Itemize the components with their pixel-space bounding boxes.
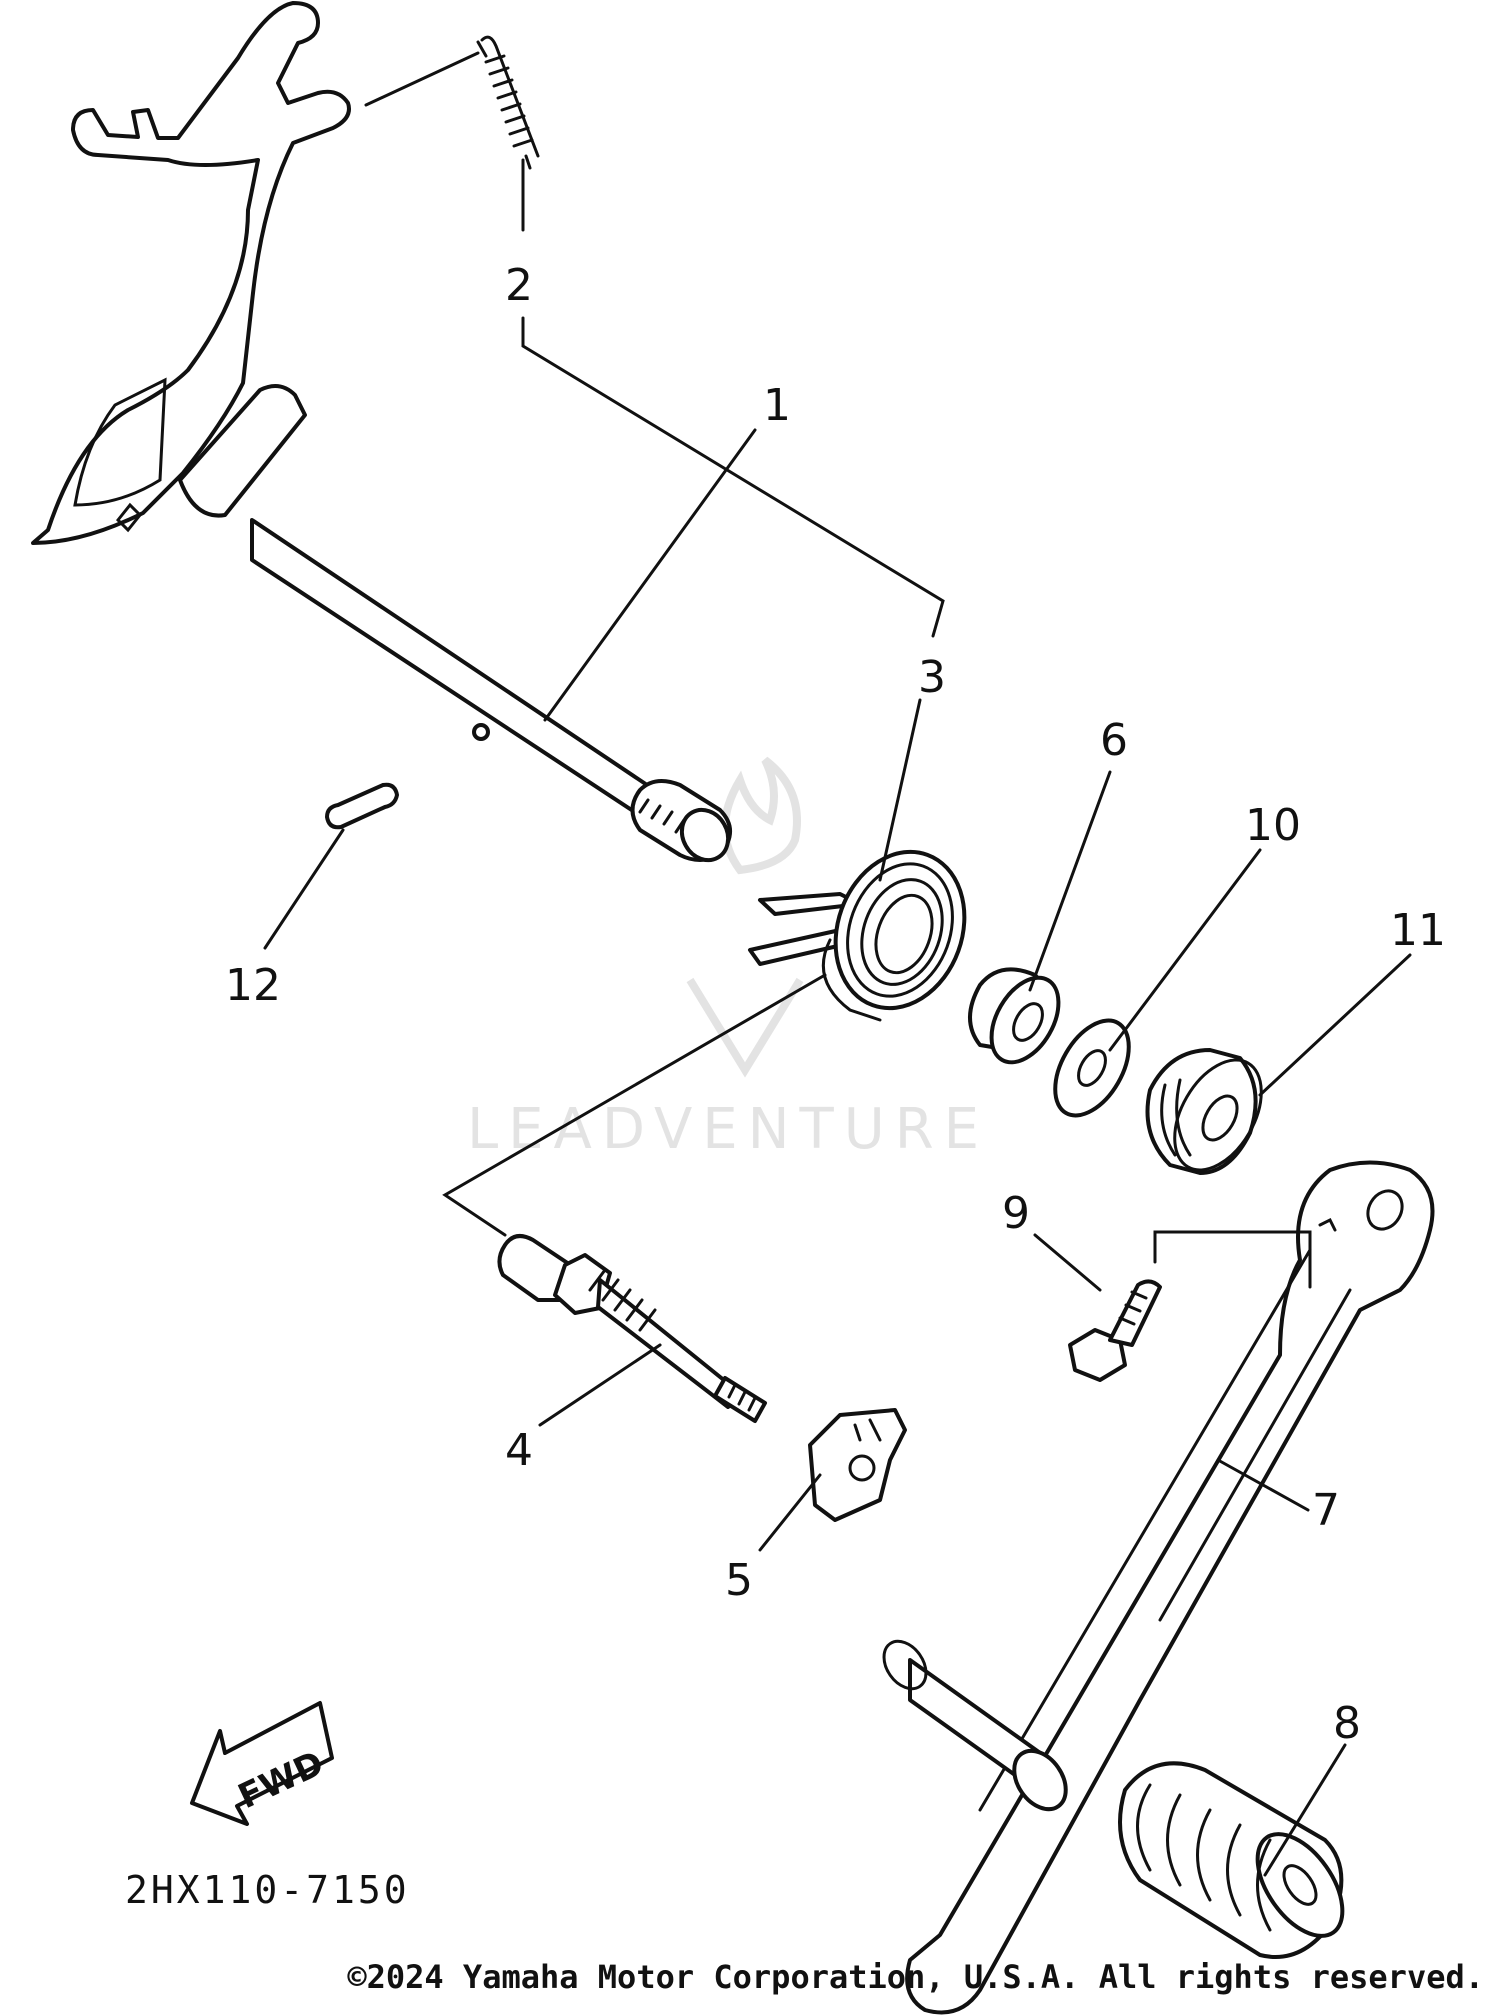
part-8-pedal-rubber [1118, 1761, 1345, 1959]
part-1-shift-shaft [31, 1, 732, 863]
leader-11 [1258, 953, 1412, 1097]
leader-lines [263, 51, 1412, 1877]
leader-6 [1028, 770, 1112, 992]
part-10-washer [1053, 1018, 1131, 1118]
leader-3-to-4 [442, 973, 827, 1237]
part-7-shift-pedal [882, 1160, 1435, 2015]
label-10: 10 [1245, 800, 1301, 851]
part-4-stopper-bolt [497, 1234, 767, 1423]
label-12: 12 [225, 960, 281, 1011]
part-11-collar [1145, 1048, 1263, 1175]
label-3: 3 [918, 652, 946, 703]
label-8: 8 [1333, 1698, 1361, 1749]
watermark-logo-icon [686, 756, 804, 1078]
part-labels: 1 2 3 4 5 6 7 8 9 10 11 12 [225, 260, 1446, 1749]
leader-5 [758, 1473, 822, 1552]
leader-4 [538, 1343, 662, 1427]
label-11: 11 [1390, 905, 1446, 956]
watermark-text: LEADVENTURE [467, 1097, 989, 1162]
leader-3 [878, 698, 922, 882]
label-6: 6 [1100, 715, 1128, 766]
part-9-bolt [1068, 1279, 1162, 1382]
label-2: 2 [505, 260, 533, 311]
leader-1 [543, 428, 757, 722]
leader-7 [1216, 1458, 1310, 1512]
part-6-oil-seal [968, 967, 1061, 1065]
leader-9 [1033, 1233, 1102, 1292]
label-4: 4 [505, 1425, 533, 1476]
leader-8 [1263, 1743, 1347, 1877]
leader-12 [263, 828, 345, 950]
copyright-notice: ©2024 Yamaha Motor Corporation, U.S.A. A… [347, 1958, 1484, 1996]
part-5-lock-plate [808, 1408, 907, 1522]
diagram-code: 2HX110-7150 [125, 1868, 410, 1912]
part-2-spring [476, 35, 540, 170]
leader-9-to-7 [1153, 1230, 1312, 1289]
label-5: 5 [725, 1555, 753, 1606]
watermark: LEADVENTURE [467, 756, 989, 1162]
label-1: 1 [763, 380, 791, 431]
leader-10 [1108, 848, 1262, 1052]
leader-2-to-3 [521, 316, 945, 638]
label-9: 9 [1002, 1188, 1030, 1239]
part-12-pin [325, 723, 490, 830]
part-3-torsion-spring [748, 849, 967, 1022]
leader-2-spring-to-arm [364, 51, 480, 107]
label-7: 7 [1312, 1485, 1340, 1536]
fwd-arrow-icon: FWD [190, 1701, 334, 1826]
